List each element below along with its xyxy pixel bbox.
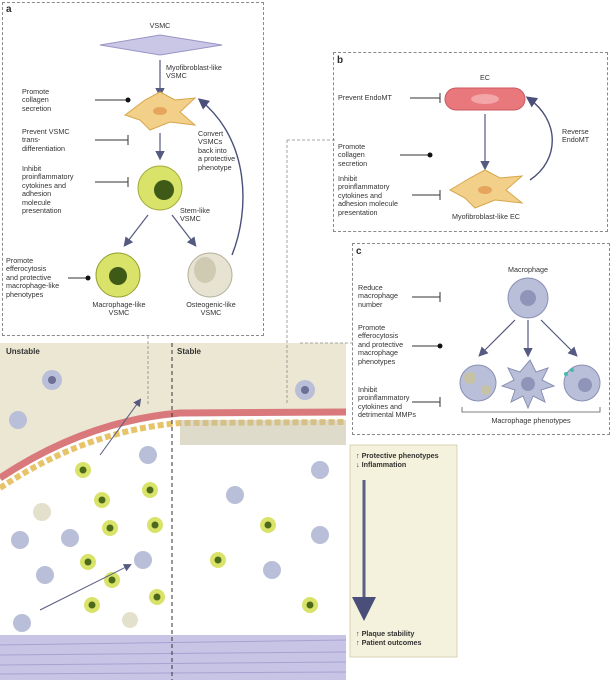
panel-a-letter: a	[6, 4, 12, 15]
unstable-label: Unstable	[6, 347, 40, 356]
panel-c-graphics	[412, 277, 601, 413]
fibrous-cap	[0, 419, 347, 491]
prevent-endomt-label: Prevent EndoMT	[338, 93, 392, 102]
vsmc-label: VSMC	[149, 21, 171, 30]
outcome-line-3: ↑ Plaque stability	[356, 629, 415, 638]
inhibit-cytokines-a-label: Inhibit proinflammatory cytokines and ad…	[22, 164, 74, 216]
myofibroblast-vsmc-label: Myofibroblast-like VSMC	[166, 63, 222, 81]
convert-label: Convert VSMCs back into a protective phe…	[198, 129, 236, 172]
outcome-line-4: ↑ Patient outcomes	[356, 638, 422, 647]
myofibroblast-ec-label: Myofibroblast-like EC	[452, 212, 520, 221]
connector-lines	[147, 139, 352, 405]
panel-a-graphics	[68, 34, 244, 298]
stem-vsmc-label: Stem-like VSMC	[180, 206, 210, 224]
plaque-cells	[9, 370, 329, 632]
panel-c	[352, 243, 610, 435]
outcome-line-1: ↑ Protective phenotypes	[356, 451, 439, 460]
inhibit-cytokines-b-label: Inhibit proinflammatory cytokines and ad…	[338, 174, 398, 217]
reverse-endomt-label: Reverse EndoMT	[562, 127, 590, 145]
outcome-box	[349, 444, 458, 658]
panel-b	[333, 52, 608, 232]
inhibit-mmps-label: Inhibit proinflammatory cytokines and de…	[358, 385, 416, 420]
vsmc-cell	[99, 34, 223, 56]
plaque-arrow-1	[39, 564, 132, 611]
prevent-trans-label: Prevent VSMC trans- differentiation	[22, 127, 70, 153]
plaque-core	[0, 415, 346, 680]
plaque-arrow-2	[99, 398, 142, 456]
ec-label: EC	[480, 73, 490, 82]
promote-collagen-b-label: Promote collagen secretion	[338, 142, 368, 168]
stable-fibrous-cap	[180, 420, 346, 445]
promote-efferocytosis-c-label: Promote efferocytosis and protective mac…	[358, 323, 404, 366]
convert-back-arrow	[197, 98, 244, 256]
promote-efferocytosis-a-label: Promote efferocytosis and protective mac…	[6, 256, 60, 299]
macrophage-like-vsmc-label: Macrophage-like VSMC	[92, 300, 146, 318]
outcome-line-2: ↓ Inflammation	[356, 460, 407, 469]
reduce-number-label: Reduce macrophage number	[358, 283, 398, 309]
plaque-section	[0, 343, 347, 680]
media-smc-pattern	[0, 639, 347, 675]
panel-a	[2, 2, 264, 336]
panel-b-letter: b	[337, 55, 344, 66]
panel-b-graphics	[400, 87, 553, 209]
osteogenic-like-vsmc-label: Osteogenic-like VSMC	[186, 300, 236, 318]
stable-label: Stable	[177, 347, 202, 356]
promote-collagen-label: Promote collagen secretion	[22, 87, 52, 113]
phenotypes-bracket	[461, 407, 601, 413]
reverse-endomt-arrow	[525, 96, 553, 181]
endothelial-layer	[0, 408, 347, 481]
macrophage-phenotypes-label: Macrophage phenotypes	[491, 416, 571, 425]
macrophage-label: Macrophage	[508, 265, 548, 274]
panel-c-letter: c	[356, 246, 362, 257]
